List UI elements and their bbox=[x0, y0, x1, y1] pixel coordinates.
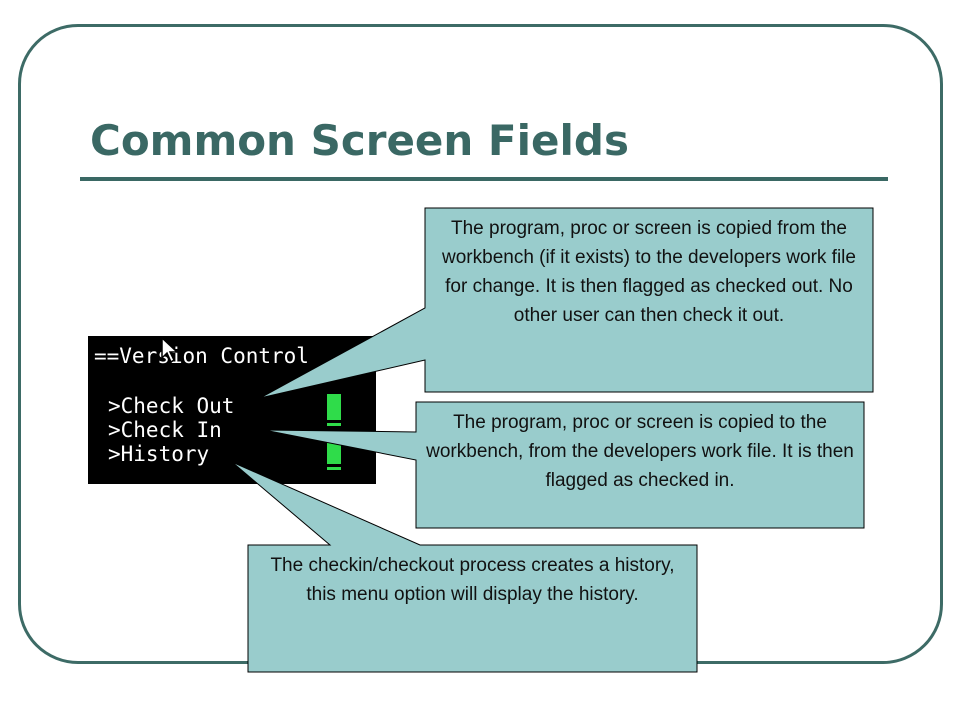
terminal-header: ==Version Control bbox=[94, 344, 309, 368]
callout-1-shape bbox=[259, 207, 874, 399]
menu-item-check-out[interactable]: >Check Out bbox=[108, 394, 235, 418]
title-underline bbox=[80, 177, 888, 181]
callout-history-text: The checkin/checkout process creates a h… bbox=[270, 555, 675, 605]
menu-item-check-in[interactable]: >Check In bbox=[108, 418, 222, 442]
mouse-pointer-icon bbox=[161, 336, 179, 364]
callout-3-shape bbox=[231, 461, 698, 673]
input-field-marker[interactable] bbox=[327, 394, 341, 426]
slide-title: Common Screen Fields bbox=[90, 116, 629, 165]
menu-item-history[interactable]: >History bbox=[108, 442, 210, 466]
callout-check-out-text: The program, proc or screen is copied fr… bbox=[442, 218, 856, 326]
callout-2-shape bbox=[263, 401, 865, 529]
callout-check-in-text: The program, proc or screen is copied to… bbox=[426, 412, 854, 491]
